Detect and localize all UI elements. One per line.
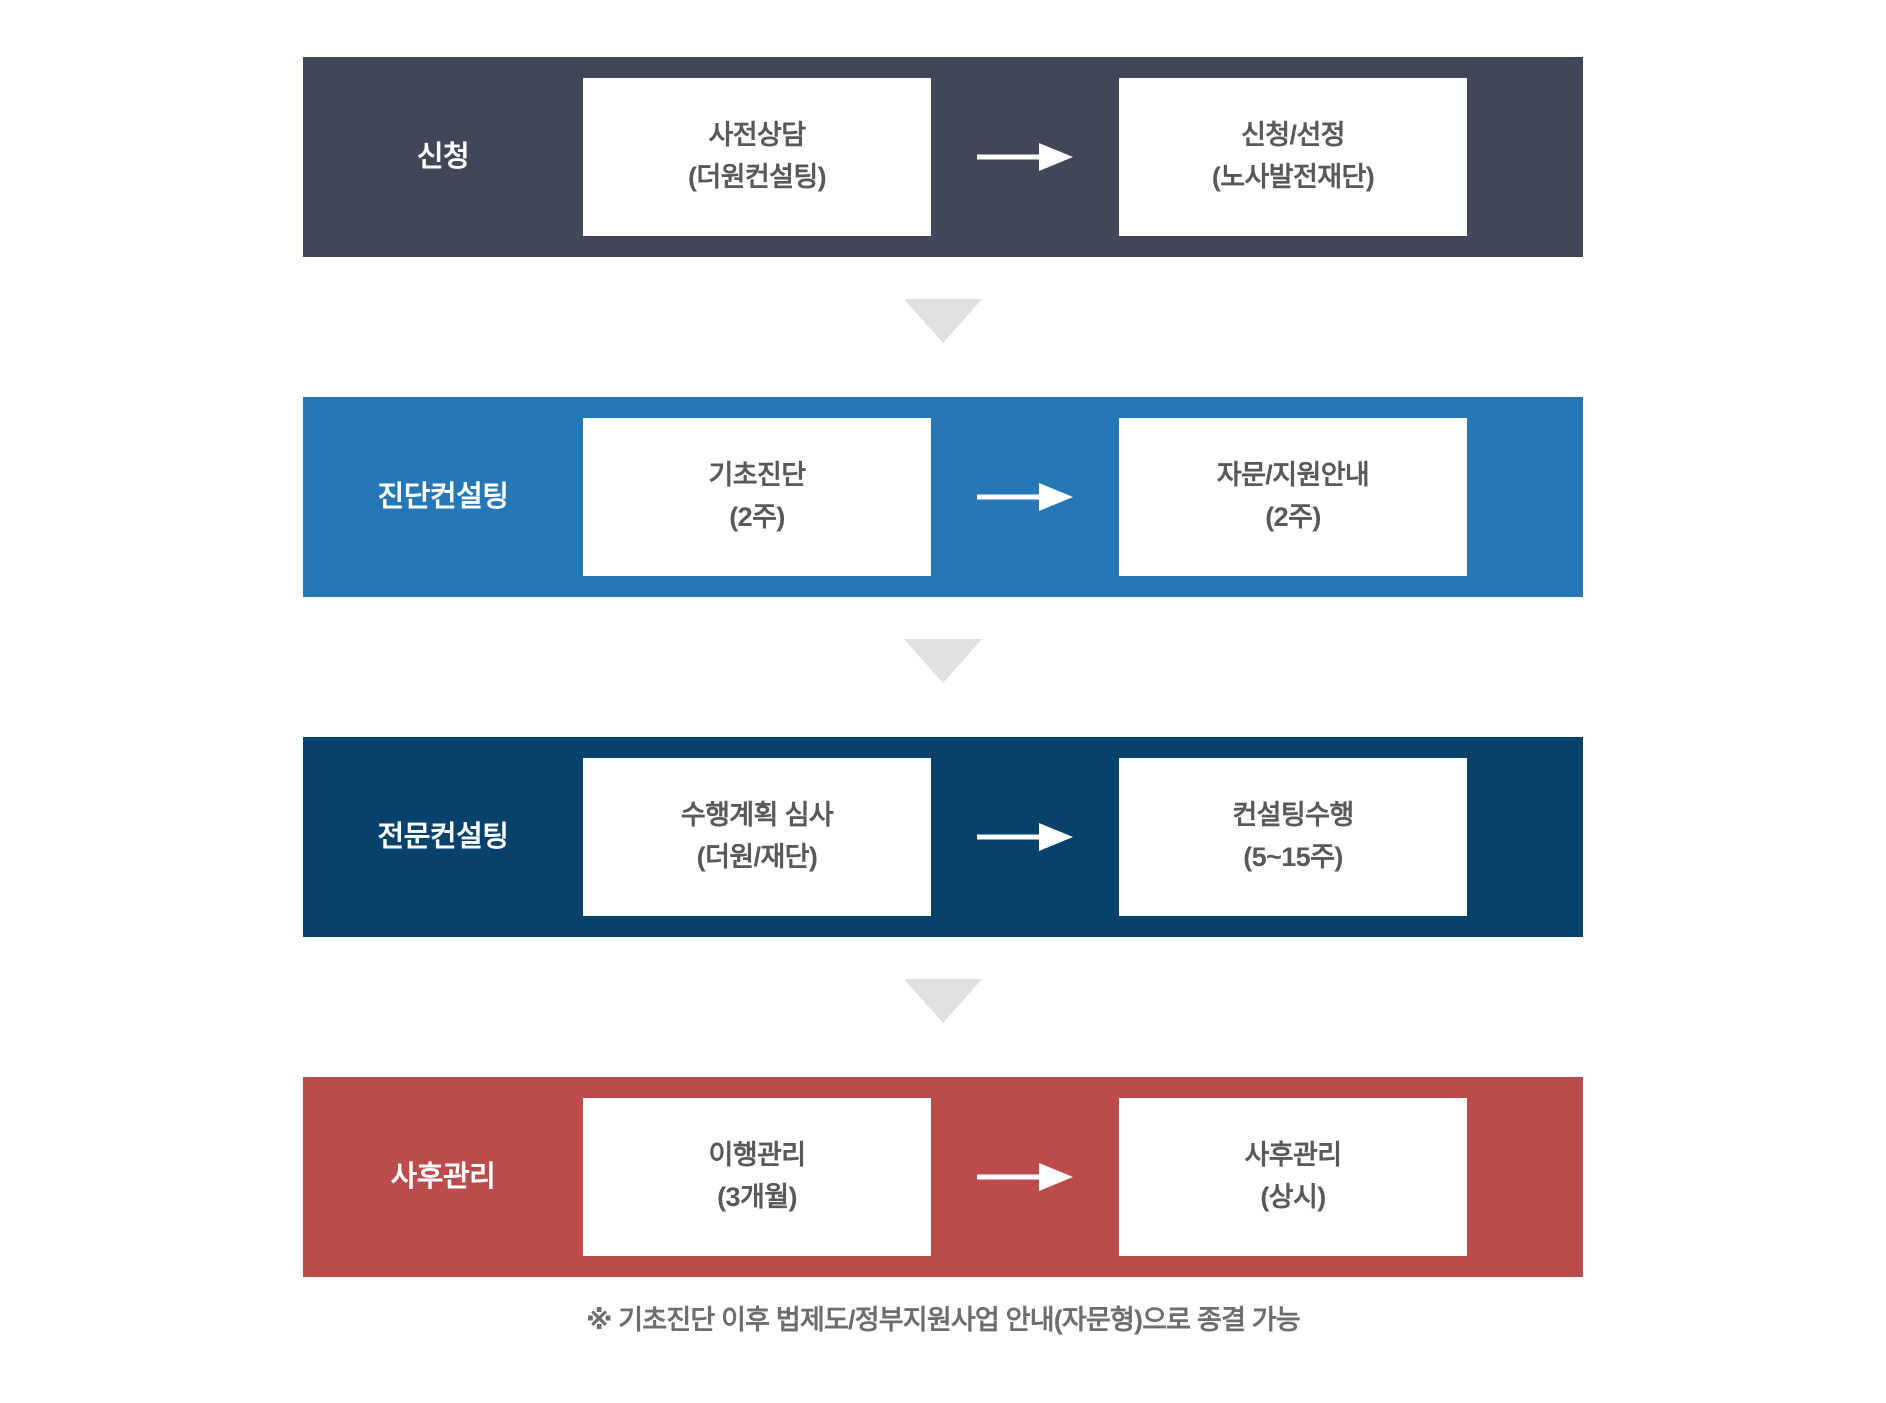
stage-row-follow-up-management: 사후관리 이행관리 (3개월) 사후관리 (상시) [303,1077,1583,1277]
stage-row-application: 신청 사전상담 (더원컨설팅) 신청/선정 (노사발전재단) [303,57,1583,257]
stage-label-diagnostic-consulting: 진단컨설팅 [377,480,509,513]
stage-label-follow-up-management: 사후관리 [390,1160,496,1193]
right-arrow-icon [931,1157,1119,1197]
step-title: 기초진단 [708,460,807,491]
step-box-aftercare: 사후관리 (상시) [1119,1098,1467,1256]
step-box-advisory-support: 자문/지원안내 (2주) [1119,418,1467,576]
right-arrow-icon [931,477,1119,517]
step-subtitle: (2주) [729,502,785,532]
step-title: 수행계획 심사 [680,800,834,831]
step-box-implementation-management: 이행관리 (3개월) [583,1098,931,1256]
step-box-basic-diagnosis: 기초진단 (2주) [583,418,931,576]
step-subtitle: (더원컨설팅) [688,162,827,192]
step-subtitle: (더원/재단) [696,842,818,872]
step-subtitle: (노사발전재단) [1211,162,1375,192]
step-title: 자문/지원안내 [1216,460,1370,491]
step-box-apply-select: 신청/선정 (노사발전재단) [1119,78,1467,236]
right-arrow-icon [931,817,1119,857]
down-triangle-icon [904,299,982,343]
right-arrow-icon [931,137,1119,177]
footer-note: ※ 기초진단 이후 법제도/정부지원사업 안내(자문형)으로 종결 가능 [586,1305,1301,1335]
step-title: 컨설팅수행 [1232,800,1354,831]
step-title: 사후관리 [1244,1140,1343,1171]
step-box-plan-review: 수행계획 심사 (더원/재단) [583,758,931,916]
step-subtitle: (5~15주) [1243,842,1343,872]
step-box-pre-consultation: 사전상담 (더원컨설팅) [583,78,931,236]
step-subtitle: (2주) [1265,502,1321,532]
step-title: 사전상담 [708,120,807,151]
stage-label-professional-consulting: 전문컨설팅 [377,820,509,853]
step-title: 이행관리 [708,1140,807,1171]
step-box-consulting-execution: 컨설팅수행 (5~15주) [1119,758,1467,916]
step-subtitle: (3개월) [717,1182,797,1212]
stage-row-professional-consulting: 전문컨설팅 수행계획 심사 (더원/재단) 컨설팅수행 (5~15주) [303,737,1583,937]
down-triangle-icon [904,979,982,1023]
step-subtitle: (상시) [1260,1182,1326,1212]
down-triangle-icon [904,639,982,683]
stage-row-diagnostic-consulting: 진단컨설팅 기초진단 (2주) 자문/지원안내 (2주) [303,397,1583,597]
stage-label-application: 신청 [416,140,470,173]
step-title: 신청/선정 [1241,120,1345,151]
